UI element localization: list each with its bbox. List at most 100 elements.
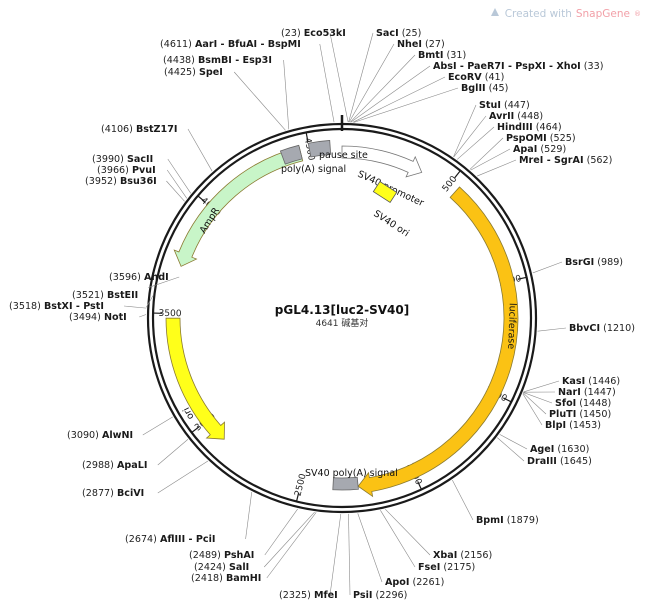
feature-ori bbox=[165, 317, 225, 440]
site-label[interactable]: (2988) ApaLI bbox=[82, 460, 147, 471]
site-label[interactable]: PspOMI (525) bbox=[506, 133, 576, 144]
site-label[interactable]: (23) Eco53kI bbox=[281, 28, 346, 39]
site-label[interactable]: BlpI (1453) bbox=[545, 420, 601, 431]
site-position: (33) bbox=[581, 61, 604, 72]
site-name: NheI bbox=[397, 39, 422, 50]
site-leader-line bbox=[142, 416, 173, 436]
site-position: (1210) bbox=[600, 323, 635, 334]
site-position: (2877) bbox=[82, 488, 117, 499]
site-position: (448) bbox=[514, 111, 543, 122]
feature-label-sv40-polya-signal: SV40 poly(A) signal bbox=[305, 468, 398, 479]
site-label[interactable]: AgeI (1630) bbox=[530, 444, 589, 455]
site-label[interactable]: (4106) BstZ17I bbox=[101, 124, 177, 135]
site-label[interactable]: HindIII (464) bbox=[497, 122, 562, 133]
site-name: BbvCI bbox=[569, 323, 600, 334]
site-label[interactable]: XbaI (2156) bbox=[433, 550, 492, 561]
site-label[interactable]: NarI (1447) bbox=[558, 387, 616, 398]
site-leader-line bbox=[453, 115, 487, 158]
site-label[interactable]: (2325) MfeI bbox=[279, 590, 338, 601]
site-name: NotI bbox=[104, 312, 127, 323]
site-label[interactable]: StuI (447) bbox=[479, 100, 530, 111]
site-label[interactable]: EcoRV (41) bbox=[448, 72, 504, 83]
site-leader-line bbox=[187, 128, 213, 172]
site-name: PshAI bbox=[224, 550, 254, 561]
site-label[interactable]: (3952) Bsu36I bbox=[85, 176, 157, 187]
site-name: SacI bbox=[376, 28, 399, 39]
tick-mark bbox=[454, 170, 461, 179]
site-label[interactable]: (4611) AarI - BfuAI - BspMI bbox=[160, 39, 301, 50]
site-label[interactable]: MreI - SgrAI (562) bbox=[519, 155, 612, 166]
site-leader-line bbox=[245, 491, 253, 540]
site-label[interactable]: (2489) PshAI bbox=[189, 550, 254, 561]
site-label[interactable]: SacI (25) bbox=[376, 28, 421, 39]
site-label[interactable]: PluTI (1450) bbox=[549, 409, 611, 420]
site-label[interactable]: BglII (45) bbox=[461, 83, 508, 94]
site-leader-line bbox=[263, 511, 315, 568]
site-leader-line bbox=[348, 43, 395, 123]
site-name: BstXI - PstI bbox=[44, 301, 104, 312]
site-leader-line bbox=[469, 137, 504, 170]
site-name: AlwNI bbox=[102, 430, 133, 441]
site-name: MfeI bbox=[314, 590, 338, 601]
site-label[interactable]: SfoI (1448) bbox=[555, 398, 611, 409]
site-label[interactable]: (2674) AflIII - PciI bbox=[125, 534, 215, 545]
tick-mark bbox=[503, 397, 512, 403]
site-label[interactable]: (4425) SpeI bbox=[164, 67, 223, 78]
site-label[interactable]: (3521) BstEII bbox=[72, 290, 138, 301]
tick-mark bbox=[417, 481, 423, 490]
site-position: (1447) bbox=[581, 387, 616, 398]
site-position: (1630) bbox=[554, 444, 589, 455]
site-position: (1645) bbox=[557, 456, 592, 467]
backbone-inner-ring bbox=[151, 127, 533, 509]
site-label[interactable]: ApoI (2261) bbox=[385, 577, 444, 588]
site-leader-line bbox=[329, 32, 349, 123]
site-leader-line bbox=[523, 392, 553, 404]
site-leader-line bbox=[167, 158, 192, 194]
site-label[interactable]: (3990) SacII bbox=[92, 154, 153, 165]
site-name: PvuI bbox=[132, 165, 156, 176]
site-label[interactable]: ApaI (529) bbox=[513, 144, 566, 155]
site-position: (25) bbox=[399, 28, 422, 39]
site-label[interactable]: (3494) NotI bbox=[69, 312, 127, 323]
feature-luciferase bbox=[357, 186, 519, 498]
site-label[interactable]: AvrII (448) bbox=[489, 111, 543, 122]
site-position: (3521) bbox=[72, 290, 107, 301]
site-label[interactable]: (2418) BamHI bbox=[191, 573, 261, 584]
site-label[interactable]: AbsI - PaeR7I - PspXI - XhoI (33) bbox=[433, 61, 604, 72]
site-label[interactable]: (3518) BstXI - PstI bbox=[9, 301, 104, 312]
site-name: ApoI bbox=[385, 577, 409, 588]
site-name: PluTI bbox=[549, 409, 576, 420]
site-label[interactable]: DraIII (1645) bbox=[527, 456, 592, 467]
site-label[interactable]: KasI (1446) bbox=[562, 376, 620, 387]
site-name: SfoI bbox=[555, 398, 576, 409]
site-label[interactable]: (4438) BsmBI - Esp3I bbox=[163, 55, 272, 66]
site-label[interactable]: (3596) AhdI bbox=[109, 272, 169, 283]
site-position: (2988) bbox=[82, 460, 117, 471]
site-label[interactable]: (3090) AlwNI bbox=[67, 430, 133, 441]
site-position: (4611) bbox=[160, 39, 195, 50]
site-label[interactable]: (3966) PvuI bbox=[97, 165, 156, 176]
site-label[interactable]: BmtI (31) bbox=[418, 50, 466, 61]
site-label[interactable]: FseI (2175) bbox=[418, 562, 475, 573]
site-label[interactable]: BsrGI (989) bbox=[565, 257, 623, 268]
site-name: XbaI bbox=[433, 550, 457, 561]
site-name: BsmBI - Esp3I bbox=[198, 55, 272, 66]
site-label[interactable]: PsiI (2296) bbox=[353, 590, 407, 601]
site-name: HindIII bbox=[497, 122, 533, 133]
site-name: BciVI bbox=[117, 488, 144, 499]
site-position: (2418) bbox=[191, 573, 226, 584]
site-label[interactable]: (2424) SalI bbox=[194, 562, 249, 573]
site-position: (23) bbox=[281, 28, 304, 39]
site-label[interactable]: BbvCI (1210) bbox=[569, 323, 635, 334]
site-position: (2156) bbox=[457, 550, 492, 561]
site-name: EcoRV bbox=[448, 72, 482, 83]
site-label[interactable]: (2877) BciVI bbox=[82, 488, 144, 499]
site-label[interactable]: NheI (27) bbox=[397, 39, 445, 50]
site-label[interactable]: BpmI (1879) bbox=[476, 515, 539, 526]
brand-name: SnapGene bbox=[575, 7, 630, 20]
feature-label-polya-signal: poly(A) signal bbox=[281, 164, 346, 175]
site-leader-line bbox=[157, 460, 209, 494]
site-name: BpmI bbox=[476, 515, 504, 526]
site-leader-line bbox=[497, 437, 525, 462]
site-position: (1453) bbox=[566, 420, 601, 431]
